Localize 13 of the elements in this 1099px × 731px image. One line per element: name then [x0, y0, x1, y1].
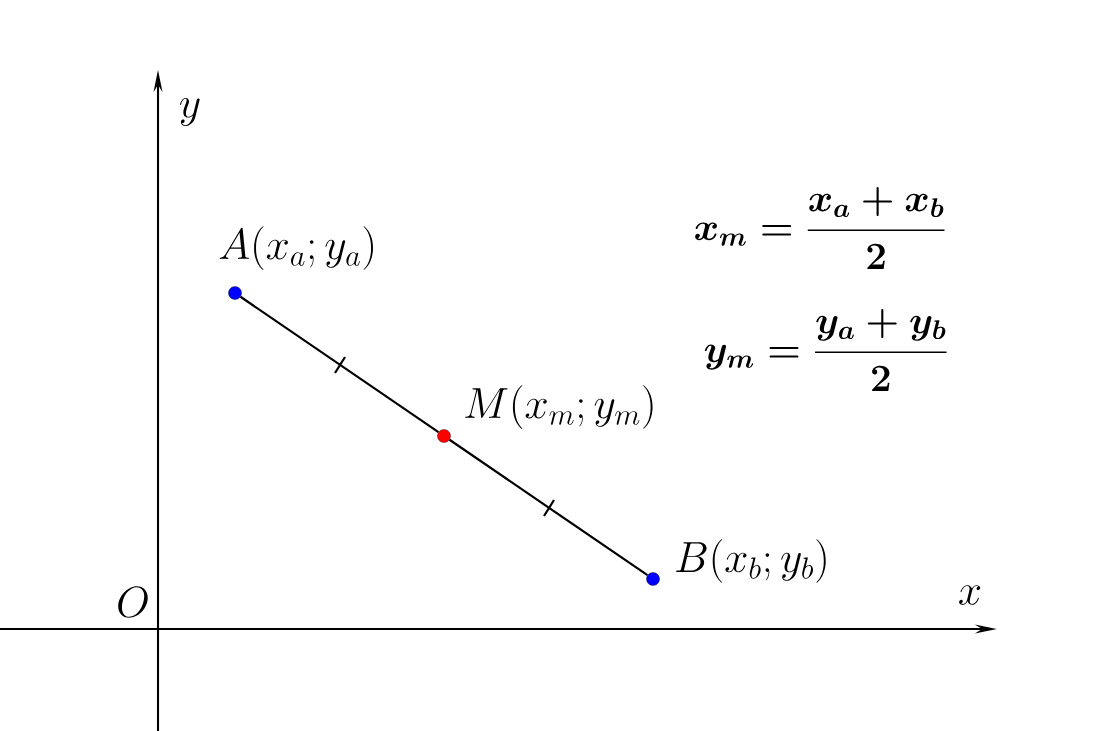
formula: $y_m=\frac{y_a+y_b}{2}$ — [704, 308, 947, 392]
origin-label: $O$ — [118, 586, 148, 618]
line-segment — [448, 438, 649, 577]
point-label: $M(x_m; y_m)$ — [465, 385, 653, 429]
point — [646, 572, 660, 586]
point-label: $A(x_a; y_a)$ — [219, 226, 373, 270]
point-label: $B(x_b; y_b)$ — [676, 539, 826, 583]
axis-label: $y$ — [180, 97, 200, 126]
point — [228, 286, 242, 300]
line-segment — [239, 295, 440, 434]
axis-label: $x$ — [959, 585, 981, 605]
point — [437, 429, 451, 443]
formula: $x_m=\frac{x_a+x_b}{2}$ — [695, 186, 945, 269]
